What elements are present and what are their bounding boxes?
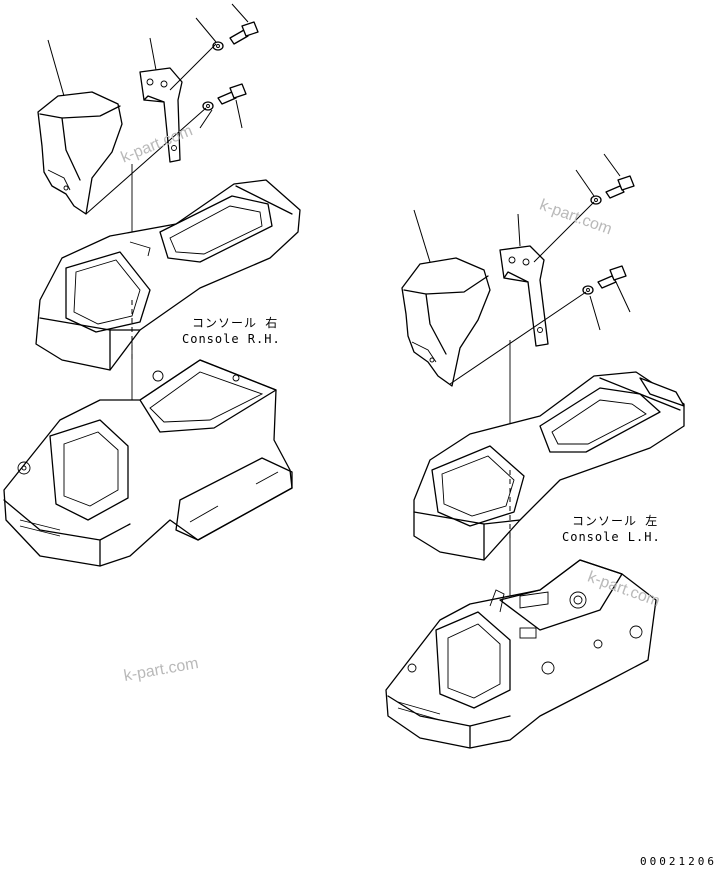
rh-upper-console [35,179,301,371]
drawing-code: 00021206 [640,855,717,868]
rh-cover [37,91,123,215]
rh-leader-lines [47,3,249,215]
lh-leader-lines [413,153,631,385]
console-lh-label-en: Console L.H. [562,530,661,544]
lh-cover [401,257,491,387]
console-rh-label-jp: コンソール 右 [192,316,279,330]
lh-upper-console [413,371,685,561]
console-lh-label-jp: コンソール 左 [572,514,659,528]
lh-bracket [499,245,549,347]
lh-lower-console [385,559,657,749]
lh-fasteners [582,175,635,295]
console-rh-label-en: Console R.H. [182,332,281,346]
rh-fasteners [202,21,259,111]
console-lh-assembly [385,153,685,749]
console-rh-assembly [3,3,301,567]
rh-lower-console [3,359,293,567]
